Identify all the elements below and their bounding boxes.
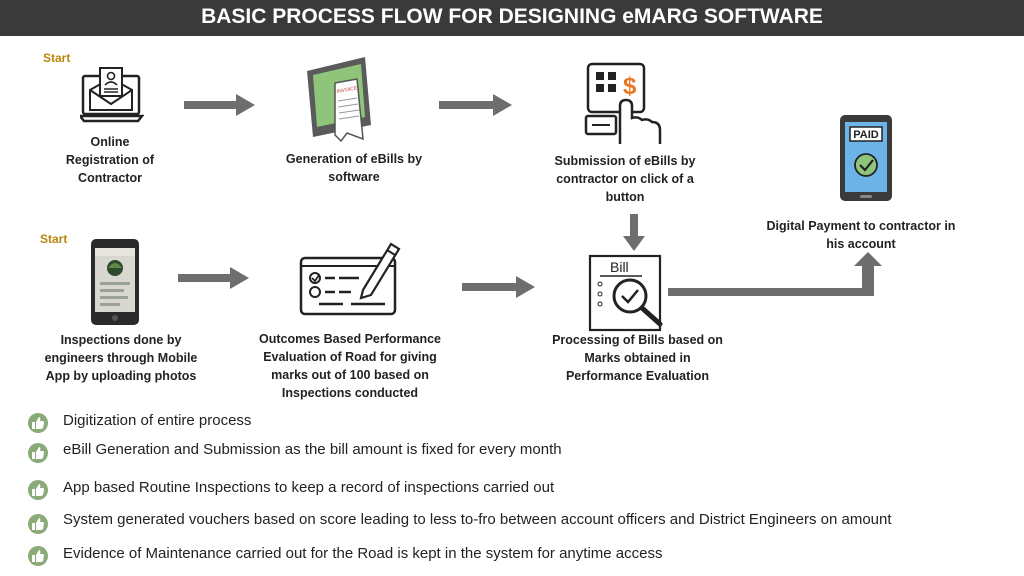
ebill-generation-icon: INVOICE (307, 57, 371, 143)
step-submission-label: Submission of eBills by contractor on cl… (554, 154, 696, 204)
thumbs-up-icon (28, 413, 48, 433)
flow-arrow-down (623, 214, 645, 251)
flow-arrow-elbow (668, 252, 882, 296)
invoice-text: INVOICE (336, 85, 358, 95)
paid-text: PAID (853, 129, 879, 141)
svg-text:$: $ (623, 73, 637, 100)
thumbs-up-icon (28, 480, 48, 500)
step-generation-label: Generation of eBills by software (285, 152, 423, 184)
bill-text: Bill (610, 259, 629, 275)
page-title: BASIC PROCESS FLOW FOR DESIGNING eMARG S… (0, 0, 1024, 36)
bill-processing-icon: Bill (588, 254, 663, 332)
thumbs-up-icon (28, 546, 48, 566)
flow-arrow-1 (184, 94, 255, 116)
step-processing-label: Processing of Bills based on Marks obtai… (552, 333, 723, 383)
online-registration-icon (80, 67, 144, 123)
ebill-submission-icon: $ (584, 62, 662, 144)
step-inspections-label: Inspections done by engineers through Mo… (44, 333, 198, 383)
start-label-top: Start (43, 51, 71, 65)
performance-evaluation-icon (299, 242, 401, 316)
step-registration-label: Online Registration of Contractor (65, 135, 155, 185)
mobile-app-icon (91, 239, 139, 325)
digital-payment-icon: PAID (840, 115, 892, 201)
flow-arrow-3 (178, 267, 249, 289)
start-label-bottom: Start (40, 232, 68, 246)
flow-arrow-4 (462, 276, 535, 298)
step-outcomes-label: Outcomes Based Performance Evaluation of… (258, 332, 441, 400)
bullet-text: System generated vouchers based on score… (63, 511, 892, 528)
bullet-text: Evidence of Maintenance carried out for … (63, 545, 663, 562)
bullet-text: App based Routine Inspections to keep a … (63, 479, 555, 496)
bullet-text: Digitization of entire process (63, 412, 252, 429)
thumbs-up-icon (28, 443, 48, 463)
bullet-text: eBill Generation and Submission as the b… (63, 441, 562, 458)
step-payment-label: Digital Payment to contractor in his acc… (766, 219, 956, 251)
thumbs-up-icon (28, 514, 48, 534)
flow-arrow-2 (439, 94, 512, 116)
